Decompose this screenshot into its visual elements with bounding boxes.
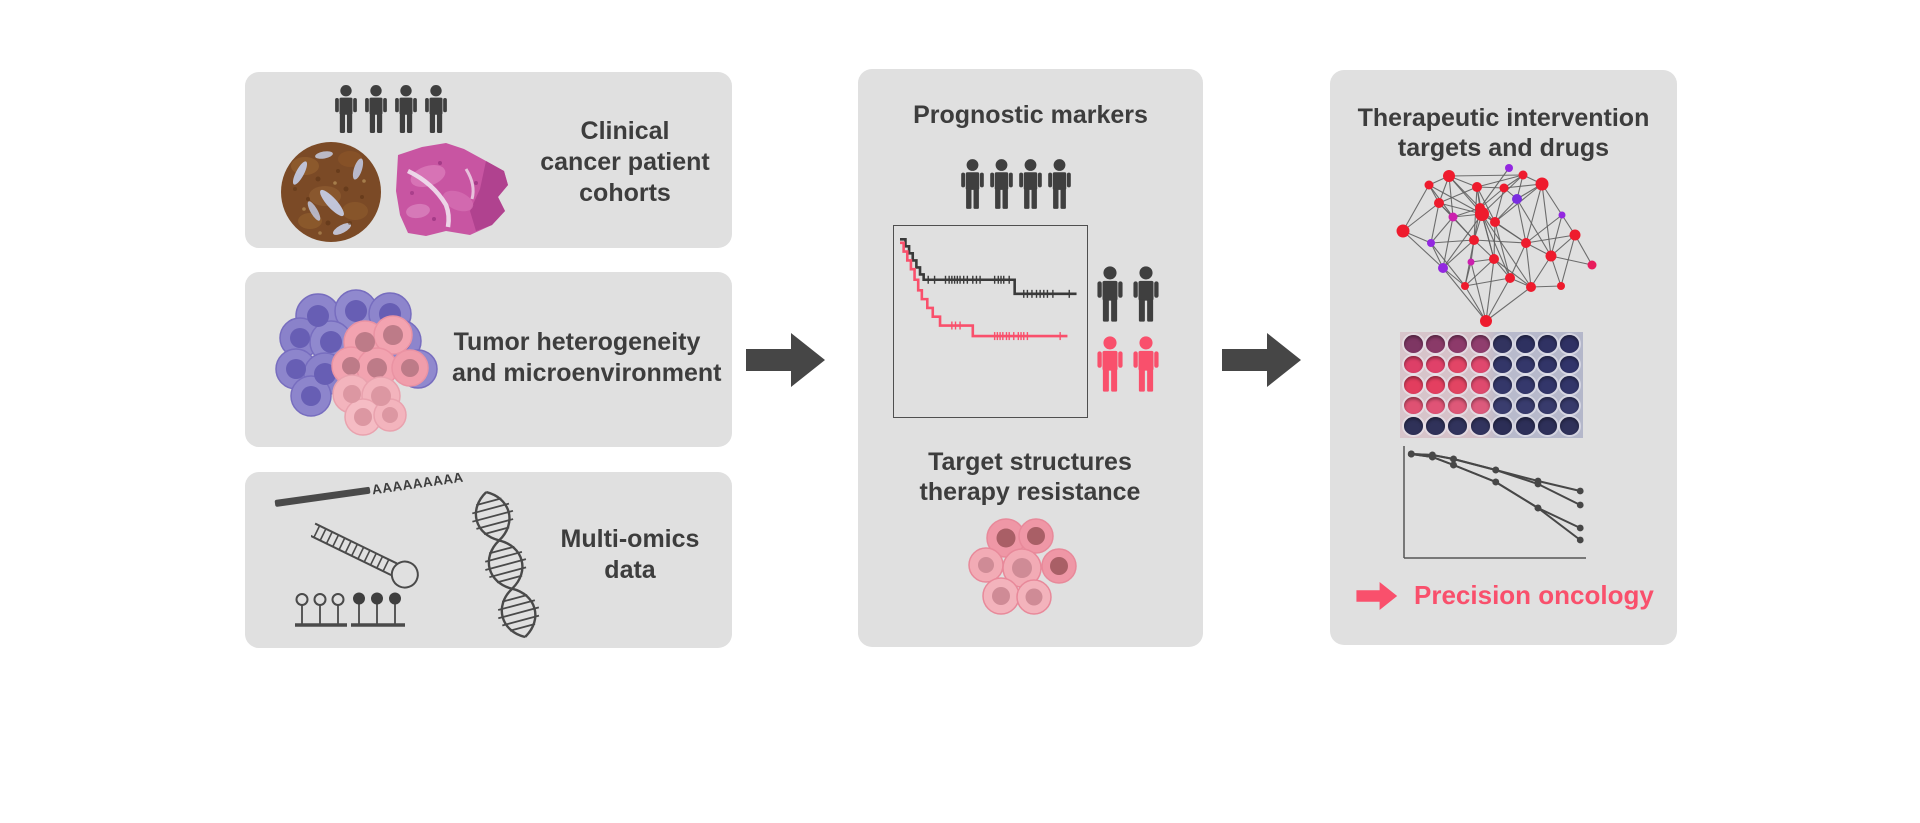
well	[1470, 335, 1490, 353]
person-icon	[1131, 333, 1161, 395]
well	[1403, 376, 1423, 394]
precision-oncology-label: Precision oncology	[1414, 580, 1654, 610]
well	[1448, 376, 1468, 394]
well	[1560, 417, 1580, 435]
well	[1537, 417, 1557, 435]
panel-multi-omics: AAAAAAAAA	[245, 470, 732, 648]
well	[1560, 335, 1580, 353]
mrna-icon: AAAAAAAAA	[274, 470, 464, 511]
well	[1403, 355, 1423, 374]
target-structures-title: Target structures therapy resistance	[919, 448, 1141, 506]
well	[1470, 376, 1490, 394]
histology-tissue-image	[396, 143, 508, 236]
well	[1515, 417, 1535, 435]
flow-arrow-icon	[745, 331, 827, 389]
well	[1403, 335, 1423, 353]
well	[1493, 376, 1513, 394]
well	[1560, 396, 1580, 415]
person-icon	[959, 153, 986, 215]
precision-arrow-icon	[1352, 581, 1402, 611]
person-icon	[363, 80, 389, 138]
well	[1560, 355, 1580, 374]
methylation-icon	[295, 592, 405, 627]
mirna-hairpin-icon	[311, 522, 419, 589]
well	[1448, 396, 1468, 415]
well	[1537, 376, 1557, 394]
well	[1426, 376, 1446, 394]
well	[1493, 355, 1513, 374]
patient-group-dark-icons	[1095, 263, 1161, 325]
panel-title-omics: Multi-omics data	[560, 525, 700, 584]
well-plate-image	[1400, 332, 1583, 438]
panel-prognostic-markers: Prognostic markers Target structures the…	[858, 69, 1203, 647]
person-icon	[1131, 263, 1161, 325]
well	[1426, 396, 1446, 415]
person-icon	[1017, 153, 1044, 215]
prognostic-markers-title: Prognostic markers	[913, 101, 1148, 129]
panel-tumor-heterogeneity: Tumor heterogeneity and microenvironment	[245, 272, 732, 447]
well	[1515, 376, 1535, 394]
panel-title-tumor: Tumor heterogeneity and microenvironment	[452, 328, 722, 387]
panel-title-clinical: Clinical cancer patient cohorts	[540, 117, 710, 207]
panel-clinical-cohorts: Clinical cancer patient cohorts	[245, 72, 732, 248]
well	[1403, 396, 1423, 415]
person-icon	[988, 153, 1015, 215]
patient-cohort-icons	[959, 153, 1073, 215]
well	[1426, 355, 1446, 374]
drug-target-network	[1396, 164, 1597, 327]
well	[1426, 417, 1446, 435]
kaplan-meier-plot	[893, 225, 1088, 418]
therapeutic-title: Therapeutic intervention targets and dru…	[1357, 104, 1650, 162]
well	[1470, 417, 1490, 435]
person-icon	[393, 80, 419, 138]
precision-oncology-row: Precision oncology	[1352, 580, 1654, 611]
well	[1560, 376, 1580, 394]
dose-response-plot	[1403, 446, 1586, 559]
well	[1493, 335, 1513, 353]
mrna-strand	[274, 486, 371, 507]
flow-arrow-icon	[1221, 331, 1303, 389]
well	[1448, 417, 1468, 435]
well	[1537, 355, 1557, 374]
well	[1470, 355, 1490, 374]
well	[1537, 335, 1557, 353]
well	[1448, 355, 1468, 374]
dna-helix-icon	[472, 490, 540, 639]
well	[1470, 396, 1490, 415]
histology-circle-image	[281, 142, 381, 242]
well	[1493, 396, 1513, 415]
person-icon	[423, 80, 449, 138]
patient-group-pink-icons	[1095, 333, 1161, 395]
well	[1448, 335, 1468, 353]
person-icon	[1046, 153, 1073, 215]
well	[1403, 417, 1423, 435]
kaplan-meier-curves	[900, 237, 1077, 341]
well	[1537, 396, 1557, 415]
tumor-cells-illustration	[275, 289, 438, 436]
well	[1493, 417, 1513, 435]
person-icon	[333, 80, 359, 138]
well	[1426, 335, 1446, 353]
well	[1515, 355, 1535, 374]
tumor-cell-cluster-icon	[968, 518, 1077, 615]
person-icon	[1095, 263, 1125, 325]
panel-therapeutic-intervention: Therapeutic intervention targets and dru…	[1330, 70, 1677, 645]
patient-cohort-icons	[333, 80, 449, 138]
person-icon	[1095, 333, 1125, 395]
well	[1515, 396, 1535, 415]
well	[1515, 335, 1535, 353]
